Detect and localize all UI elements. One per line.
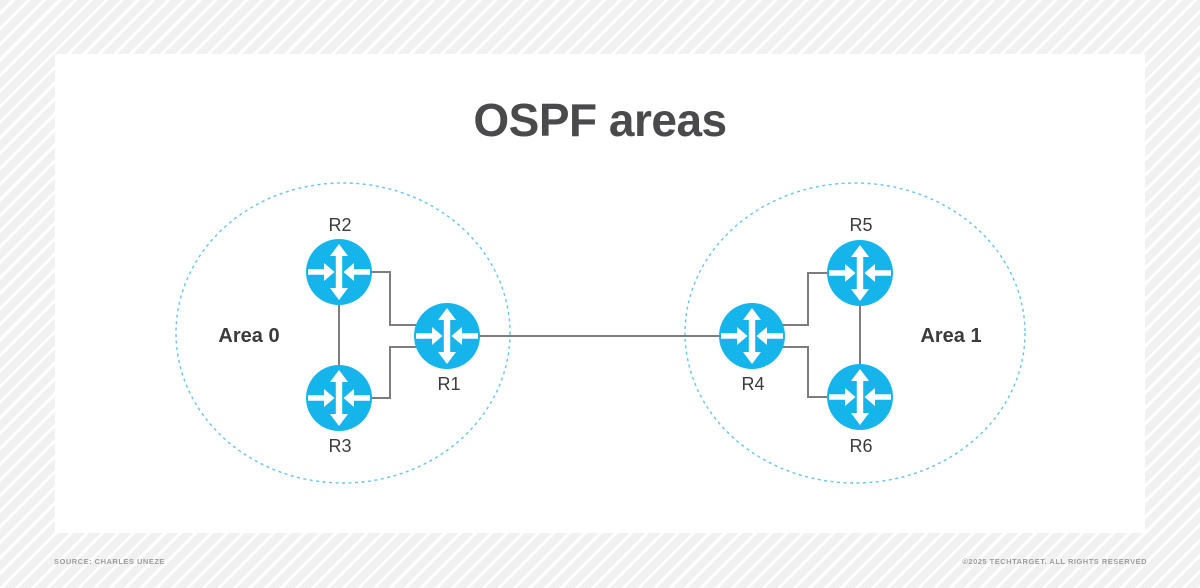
router-r2-label: R2 bbox=[328, 215, 351, 235]
footer-source-credit: SOURCE: CHARLES UNEZE bbox=[54, 557, 165, 566]
area1-label: Area 1 bbox=[920, 325, 981, 347]
router-r3-icon bbox=[306, 365, 372, 431]
area0-boundary bbox=[175, 182, 511, 484]
area0-label: Area 0 bbox=[218, 325, 279, 347]
router-r5-icon bbox=[827, 240, 893, 306]
router-r4-icon bbox=[719, 303, 785, 369]
footer-copyright: ©2025 TECHTARGET. ALL RIGHTS RESERVED bbox=[962, 557, 1147, 566]
router-r5-label: R5 bbox=[849, 215, 872, 235]
router-r1-icon bbox=[414, 303, 480, 369]
router-r2-icon bbox=[306, 239, 372, 305]
page-title: OSPF areas bbox=[473, 94, 727, 146]
router-r6-label: R6 bbox=[849, 436, 872, 456]
router-r4-label: R4 bbox=[741, 374, 764, 394]
router-r3-label: R3 bbox=[328, 436, 351, 456]
area1-boundary bbox=[684, 182, 1026, 484]
router-r1-label: R1 bbox=[437, 374, 460, 394]
router-r6-icon bbox=[827, 364, 893, 430]
content-card bbox=[55, 54, 1145, 533]
